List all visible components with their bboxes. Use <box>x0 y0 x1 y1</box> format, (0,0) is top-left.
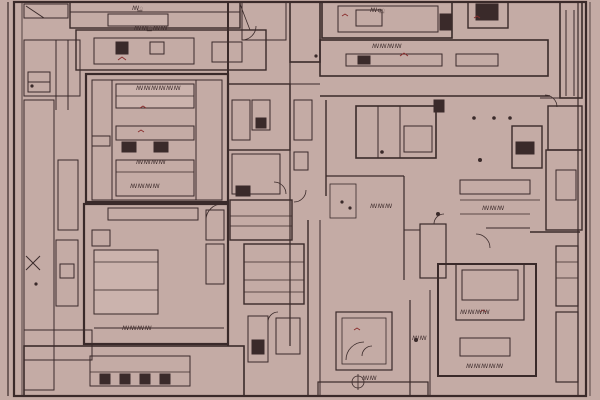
bottom-center-rooms <box>317 290 431 397</box>
accent-marks <box>117 13 487 331</box>
left-corridor <box>23 99 93 391</box>
fixture-symbols <box>30 54 512 342</box>
label-left-room-bottom: ꟿꟿꟿꟿ <box>130 183 160 190</box>
door-swing-icon <box>205 25 558 323</box>
bottom-left-block <box>23 345 245 397</box>
label-center: ꟿꟿꟿ <box>370 203 393 210</box>
label-left-room-top: ꟿꟿꟿꟿꟿꟿ <box>136 85 181 92</box>
label-upper-right: ꟿꟿꟿꟿ <box>372 43 402 50</box>
label-bottom-left: ꟿꟿꟿꟿ <box>122 325 152 332</box>
label-left-room-mid: ꟿꟿꟿꟿ <box>136 159 166 166</box>
label-bottom-right-num: ꟿꟿ <box>412 335 427 342</box>
room-labels: ꟿ꯭꯭꯭ ꟿꭤ꯭ ꟿꟿ꯭꯭ꟿꟿ ꟿꟿꟿꟿ ꟿꟿꟿꟿꟿꟿ ꟿꟿꟿꟿ ꟿꟿꟿꟿ ꟿꟿ… <box>122 5 505 382</box>
label-bottom-right-room: ꟿꟿꟿꟿ <box>460 309 490 316</box>
bed-icon <box>93 249 159 315</box>
upper-right-rooms <box>319 39 583 231</box>
middle-right-area <box>326 175 580 280</box>
compass-rose-icon <box>350 374 366 390</box>
top-band <box>23 1 583 99</box>
lower-right-room <box>437 245 579 383</box>
stair-icon <box>229 199 293 241</box>
table-icon <box>335 311 393 371</box>
label-top-center: ꟿ꯭꯭꯭ <box>132 5 143 12</box>
label-right-center: ꟿꟿꟿ <box>482 205 505 212</box>
label-bottom-right: ꟿꟿꟿꟿꟿ <box>466 363 503 370</box>
label-upper-mid-left: ꟿꟿ꯭꯭ꟿꟿ <box>134 25 168 32</box>
label-top-right: ꟿꭤ꯭ <box>370 7 385 14</box>
label-bottom-center-mark: ꟿꟿ <box>362 375 377 382</box>
bedroom-block <box>82 202 230 346</box>
central-walls <box>227 2 550 346</box>
